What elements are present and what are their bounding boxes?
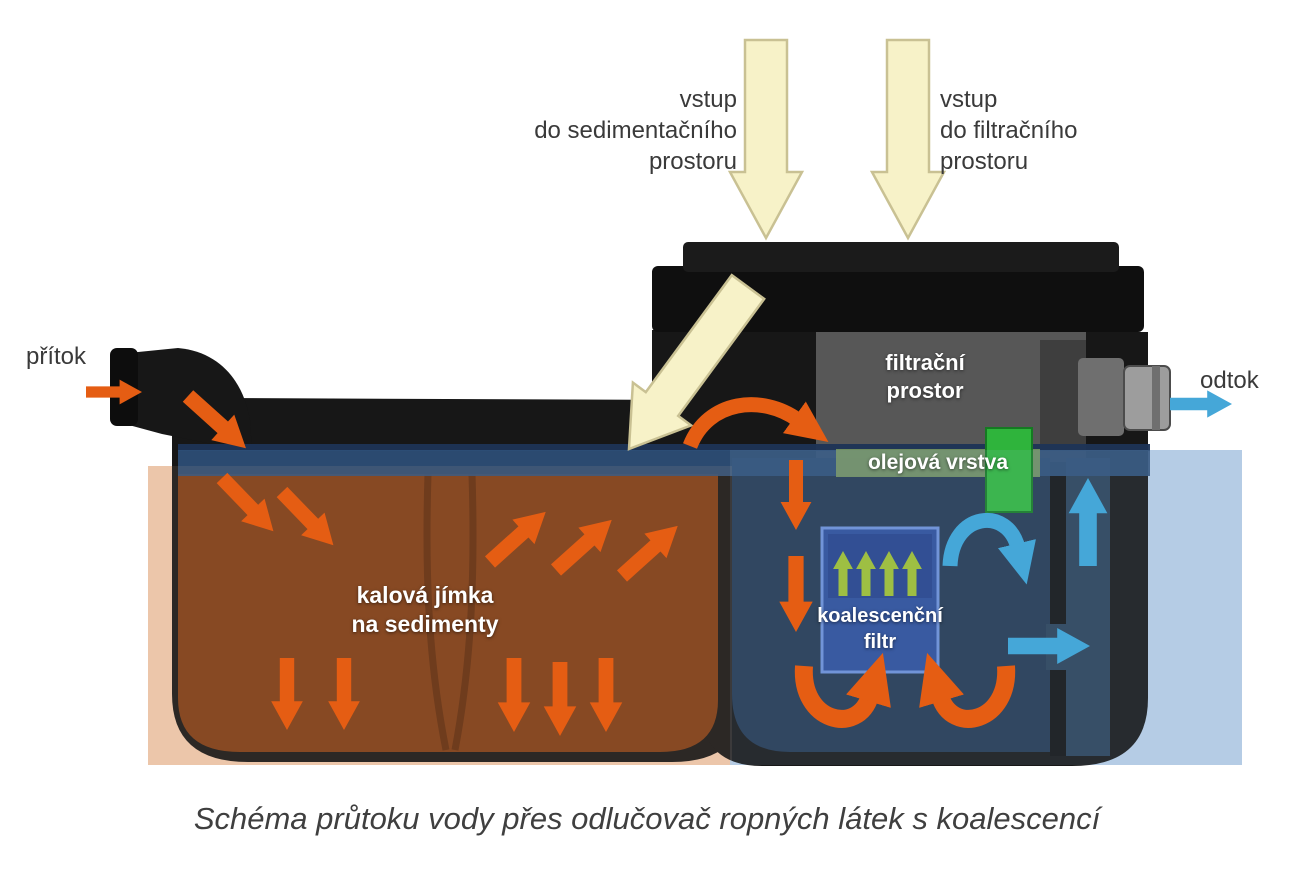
outflow-fitting <box>1078 358 1124 436</box>
label-line: kalová jímka <box>356 582 494 608</box>
outflow-pipe <box>1123 365 1171 431</box>
inlet-arrows <box>627 38 947 451</box>
label-line: na sedimenty <box>351 611 499 637</box>
label-filtration-space: filtrační prostor <box>845 349 1005 405</box>
outflow-pipe-ring <box>1152 366 1160 430</box>
label-sludge-pit: kalová jímka na sedimenty <box>315 581 535 639</box>
lid-rim <box>683 242 1119 272</box>
label-line: prostoru <box>940 148 1029 175</box>
label-line: do filtračního <box>940 117 1078 144</box>
label-line: filtr <box>863 631 897 653</box>
filter-feed-arrow-left <box>794 652 891 728</box>
label-inlet-sedimentation: vstup do sedimentačního prostoru <box>430 84 737 177</box>
label-inlet-filtration: vstup do filtračního prostoru <box>940 84 1200 177</box>
blue-water-arrows <box>942 390 1232 665</box>
mold-seam-left <box>423 473 450 751</box>
label-oil-layer: olejová vrstva <box>867 451 1009 474</box>
chamber-inner-wall <box>1050 466 1066 756</box>
diagram-caption: Schéma průtoku vody přes odlučovač ropný… <box>193 801 1101 836</box>
filter-feed-arrow-right <box>919 652 1016 728</box>
label-line: prostor <box>886 378 964 403</box>
inlet-arrow-filtration-icon <box>869 38 947 241</box>
mold-seam-right <box>451 473 477 751</box>
label-line: prostoru <box>648 148 737 175</box>
overflow-curve-arrow <box>683 397 829 450</box>
inlet-diagonal-arrow-icon <box>627 273 766 451</box>
inlet-arrow-sedimentation-icon <box>727 38 805 241</box>
label-line: koalescenční <box>817 605 943 627</box>
label-outflow: odtok <box>1200 367 1259 394</box>
oil-indicator-block <box>985 427 1033 513</box>
label-line: do sedimentačního <box>534 117 737 144</box>
filtered-curve-arrow <box>942 513 1036 585</box>
label-line: vstup <box>940 86 998 113</box>
orange-flow-arrows <box>86 379 1016 736</box>
water-surface-edge <box>178 444 1150 451</box>
label-inflow: přítok <box>26 343 87 370</box>
salmon-tint-overlay <box>148 466 732 765</box>
label-line: vstup <box>679 86 737 113</box>
label-coalescence-filter: koalescenční filtr <box>800 603 960 655</box>
lid-collar <box>652 266 1144 332</box>
label-line: filtrační <box>885 350 965 375</box>
